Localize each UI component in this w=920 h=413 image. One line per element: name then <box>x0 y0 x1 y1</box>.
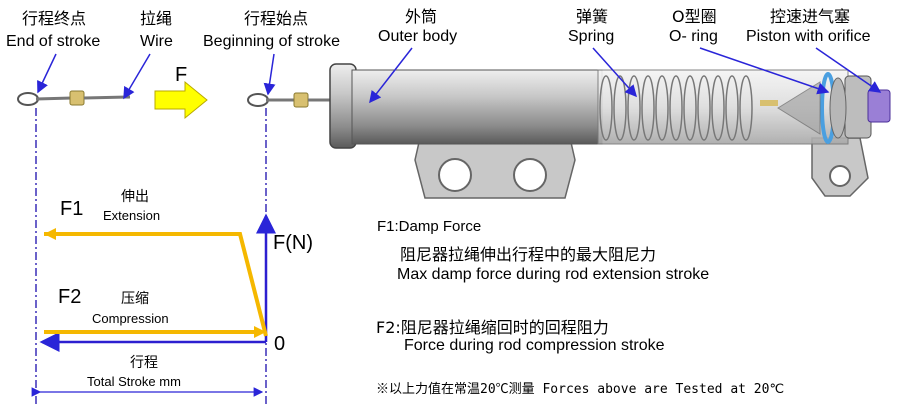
stroke-en-label: Total Stroke mm <box>87 374 181 389</box>
origin-label: 0 <box>274 333 286 355</box>
wire-en-label: Wire <box>140 33 173 50</box>
outer-body-cn-label: 外筒 <box>405 7 438 26</box>
f1-note-title: F1:Damp Force <box>377 218 482 235</box>
beginning-en-label: Beginning of stroke <box>203 33 340 50</box>
force-arrow-label: F <box>175 64 188 86</box>
extension-cn-label: 伸出 <box>121 189 149 205</box>
spring-coil <box>669 75 683 141</box>
oring-cn-label: O型圈 <box>672 7 717 26</box>
spring-en-label: Spring <box>568 28 615 45</box>
spring-coil <box>613 75 627 141</box>
f2-note-title: F2:阻尼器拉绳缩回时的回程阻力 <box>376 318 609 337</box>
f1-note-en: Max damp force during rod extension stro… <box>397 266 710 283</box>
f1-note-cn: 阻尼器拉绳伸出行程中的最大阻尼力 <box>400 245 657 264</box>
wire-end-of-stroke <box>17 90 131 106</box>
f2-label: F2 <box>58 286 82 308</box>
label-pointers <box>37 47 882 104</box>
test-temperature-footnote: ※以上力值在常温20℃测量 Forces above are Tested at… <box>376 382 785 397</box>
piston-en-label: Piston with orifice <box>746 28 871 45</box>
damper-body <box>329 63 891 199</box>
spring-coil <box>725 75 739 141</box>
wire-cn-label: 拉绳 <box>140 9 173 28</box>
end-of-stroke-cn-label: 行程终点 <box>22 9 87 28</box>
spring-coil <box>627 75 641 141</box>
compression-en-label: Compression <box>92 311 169 326</box>
spring-coil <box>599 75 613 141</box>
oring-en-label: O- ring <box>669 28 718 45</box>
spring-coil <box>711 75 725 141</box>
spring-coil <box>739 75 753 141</box>
wire-beginning-of-stroke <box>247 92 332 108</box>
end-of-stroke-en-label: End of stroke <box>6 33 101 50</box>
compression-cn-label: 压缩 <box>121 291 149 307</box>
spring <box>599 75 753 141</box>
y-axis-label: F(N) <box>273 232 313 254</box>
outer-body-en-label: Outer body <box>378 28 458 45</box>
force-arrow <box>154 80 208 120</box>
extension-curve <box>44 232 268 337</box>
f2-note-en: Force during rod compression stroke <box>404 337 665 354</box>
spring-coil <box>697 75 711 141</box>
spring-coil <box>641 75 655 141</box>
extension-en-label: Extension <box>103 208 161 223</box>
o-ring <box>760 72 847 144</box>
spring-cn-label: 弹簧 <box>576 7 609 26</box>
piston-cn-label: 控速进气塞 <box>770 7 851 26</box>
force-stroke-chart <box>31 213 276 397</box>
stroke-cn-label: 行程 <box>130 355 158 371</box>
beginning-cn-label: 行程始点 <box>244 9 309 28</box>
spring-coil <box>655 75 669 141</box>
f1-label: F1 <box>60 198 84 220</box>
spring-coil <box>683 75 697 141</box>
